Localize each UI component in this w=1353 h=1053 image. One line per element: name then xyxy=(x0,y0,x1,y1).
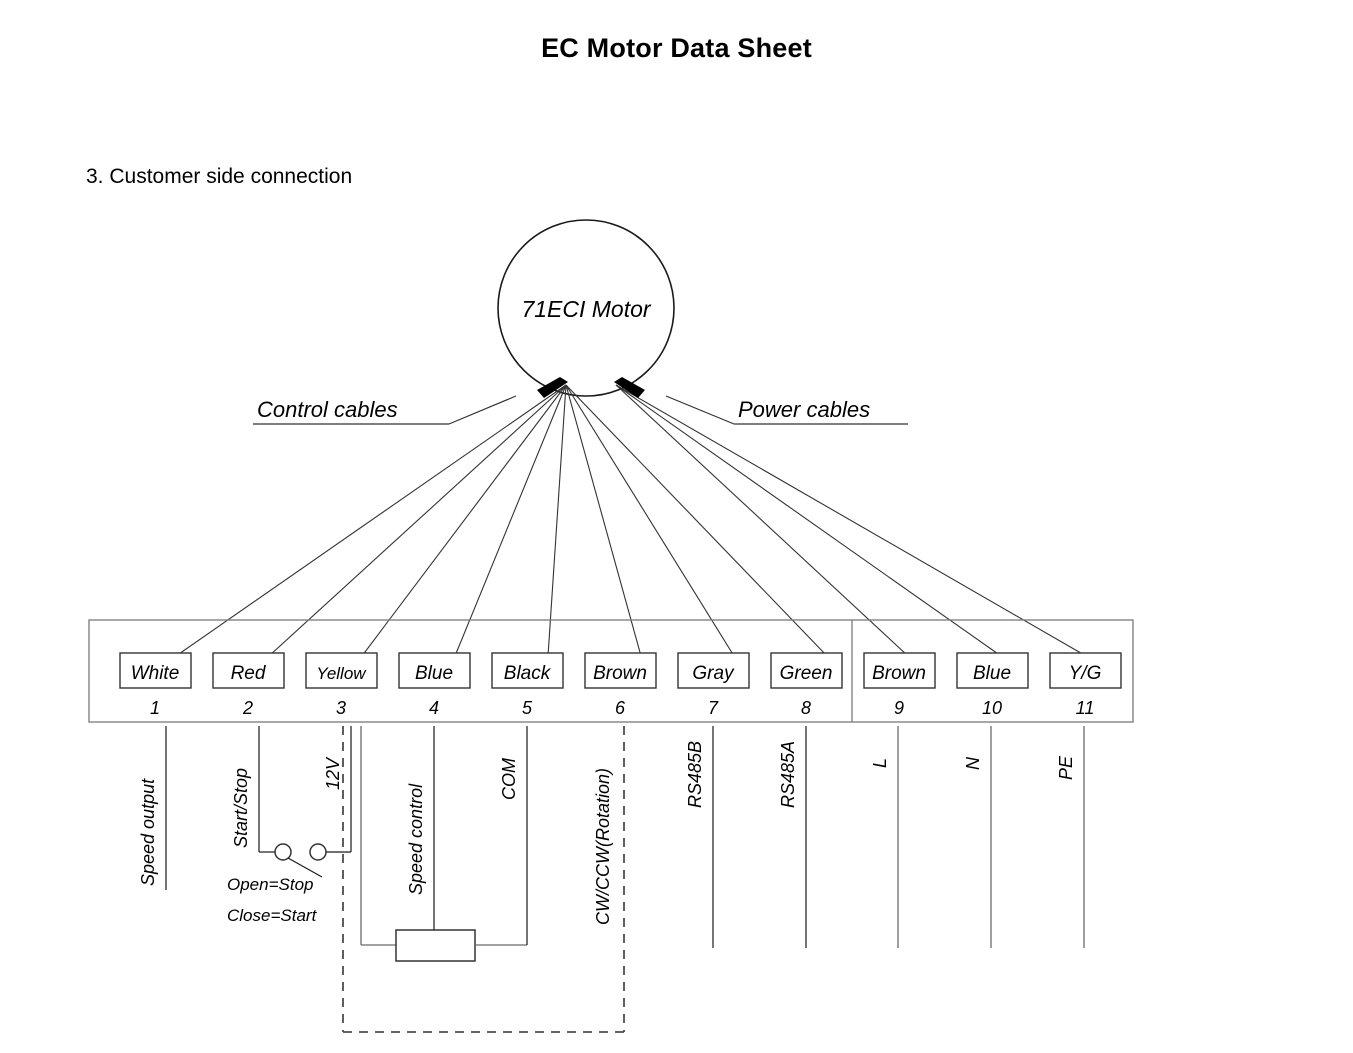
terminal-11[interactable]: Y/G 11 xyxy=(1049,652,1122,718)
switch-contact-right[interactable] xyxy=(309,843,327,861)
terminal-9-box[interactable] xyxy=(863,652,936,689)
power-cables-group-label: Power cables xyxy=(665,395,908,425)
page-title: EC Motor Data Sheet xyxy=(541,33,812,63)
terminal-1-box[interactable] xyxy=(119,652,192,689)
terminal-7-number: 7 xyxy=(708,698,719,718)
terminal-3-box[interactable] xyxy=(305,652,378,689)
power-cable-lines xyxy=(614,377,1087,657)
terminal-5-number: 5 xyxy=(522,698,533,718)
control-cable-arrowhead xyxy=(537,377,568,398)
terminal-8-box[interactable] xyxy=(770,652,843,689)
terminal-1[interactable]: White 1 xyxy=(119,652,192,718)
terminal-5-function-label: COM xyxy=(499,758,519,800)
terminal-11-box[interactable] xyxy=(1049,652,1122,689)
power-cables-label: Power cables xyxy=(738,397,870,422)
terminal-6-wire-color: Brown xyxy=(593,663,647,684)
control-cable-lines xyxy=(175,377,828,657)
terminal-4-box[interactable] xyxy=(398,652,471,689)
motor-label: 71ECI Motor xyxy=(521,296,651,322)
terminal-7-wire-color: Gray xyxy=(692,663,735,684)
terminal-3-wire-color: Yellow xyxy=(316,664,367,683)
terminal-10-function-label: N xyxy=(963,756,983,770)
terminal-5-box[interactable] xyxy=(491,652,564,689)
terminal-6-function-label: CW/CCW(Rotation) xyxy=(593,768,613,925)
potentiometer-body[interactable] xyxy=(395,929,476,962)
wire-terminal-7: RS485B xyxy=(685,726,714,948)
terminal-strip-outline xyxy=(88,619,1134,723)
section-heading: 3. Customer side connection xyxy=(86,165,353,188)
terminal-9[interactable]: Brown 9 xyxy=(863,652,936,718)
potentiometer-circuit xyxy=(360,726,528,962)
wire-terminal-8: RS485A xyxy=(778,726,807,948)
terminal-10-wire-color: Blue xyxy=(973,663,1011,684)
terminal-11-function-label: PE xyxy=(1056,755,1076,780)
terminal-8-function-label: RS485A xyxy=(778,741,798,808)
terminal-6[interactable]: Brown 6 xyxy=(584,652,657,718)
terminal-7[interactable]: Gray 7 xyxy=(677,652,750,718)
wire-terminal-6: CW/CCW(Rotation) xyxy=(593,768,613,925)
terminal-3-number: 3 xyxy=(336,698,346,718)
switch-contact-left[interactable] xyxy=(274,843,292,861)
power-cable-arrowhead xyxy=(614,377,645,398)
terminal-2-function-label: Start/Stop xyxy=(231,768,251,848)
terminal-4-function-label: Speed control xyxy=(406,783,426,895)
control-cables-label: Control cables xyxy=(257,397,398,422)
terminal-1-function-label: Speed output xyxy=(138,778,158,886)
terminal-strip xyxy=(88,619,1134,723)
switch-blade[interactable] xyxy=(287,857,323,878)
terminal-6-number: 6 xyxy=(615,698,626,718)
wire-terminal-1: Speed output xyxy=(138,726,167,890)
terminal-6-box[interactable] xyxy=(584,652,657,689)
terminal-8-number: 8 xyxy=(801,698,811,718)
terminal-4[interactable]: Blue 4 xyxy=(398,652,471,718)
terminal-5-wire-color: Black xyxy=(504,663,552,684)
terminal-10-number: 10 xyxy=(982,698,1002,718)
terminal-2-box[interactable] xyxy=(212,652,285,689)
terminal-11-wire-color: Y/G xyxy=(1069,663,1102,684)
terminal-10-box[interactable] xyxy=(956,652,1029,689)
terminal-2-number: 2 xyxy=(242,698,253,718)
terminal-9-number: 9 xyxy=(894,698,904,718)
terminal-9-wire-color: Brown xyxy=(872,663,926,684)
terminal-4-number: 4 xyxy=(429,698,439,718)
wire-terminal-10: N xyxy=(963,726,992,948)
wire-terminal-9: L xyxy=(870,726,899,948)
terminal-11-number: 11 xyxy=(1076,698,1095,718)
motor-circle xyxy=(497,219,675,397)
terminal-2-wire-color: Red xyxy=(231,663,267,684)
switch-note-open: Open=Stop xyxy=(227,875,314,894)
terminal-7-box[interactable] xyxy=(677,652,750,689)
wire-terminal-11: PE xyxy=(1056,726,1085,948)
terminal-1-wire-color: White xyxy=(131,663,180,684)
wire-terminal-2: Start/Stop Open=Stop Close=Start xyxy=(227,726,351,925)
terminal-1-number: 1 xyxy=(150,698,160,718)
terminal-2[interactable]: Red 2 xyxy=(212,652,285,718)
switch-note-close: Close=Start xyxy=(227,906,318,925)
control-cables-group-label: Control cables xyxy=(253,395,517,425)
terminal-5[interactable]: Black 5 xyxy=(491,652,564,718)
terminal-10[interactable]: Blue 10 xyxy=(956,652,1029,718)
wire-terminal-3: 12V xyxy=(323,726,352,852)
terminal-7-function-label: RS485B xyxy=(685,741,705,808)
terminal-9-function-label: L xyxy=(870,758,890,768)
terminal-4-wire-color: Blue xyxy=(415,663,453,684)
terminal-8-wire-color: Green xyxy=(780,663,833,684)
terminal-3-function-label: 12V xyxy=(323,756,343,790)
terminal-8[interactable]: Green 8 xyxy=(770,652,843,718)
motor-symbol: 71ECI Motor xyxy=(497,219,675,397)
terminal-3[interactable]: Yellow 3 xyxy=(305,652,378,718)
customer-wiring-enclosure xyxy=(342,726,625,1033)
